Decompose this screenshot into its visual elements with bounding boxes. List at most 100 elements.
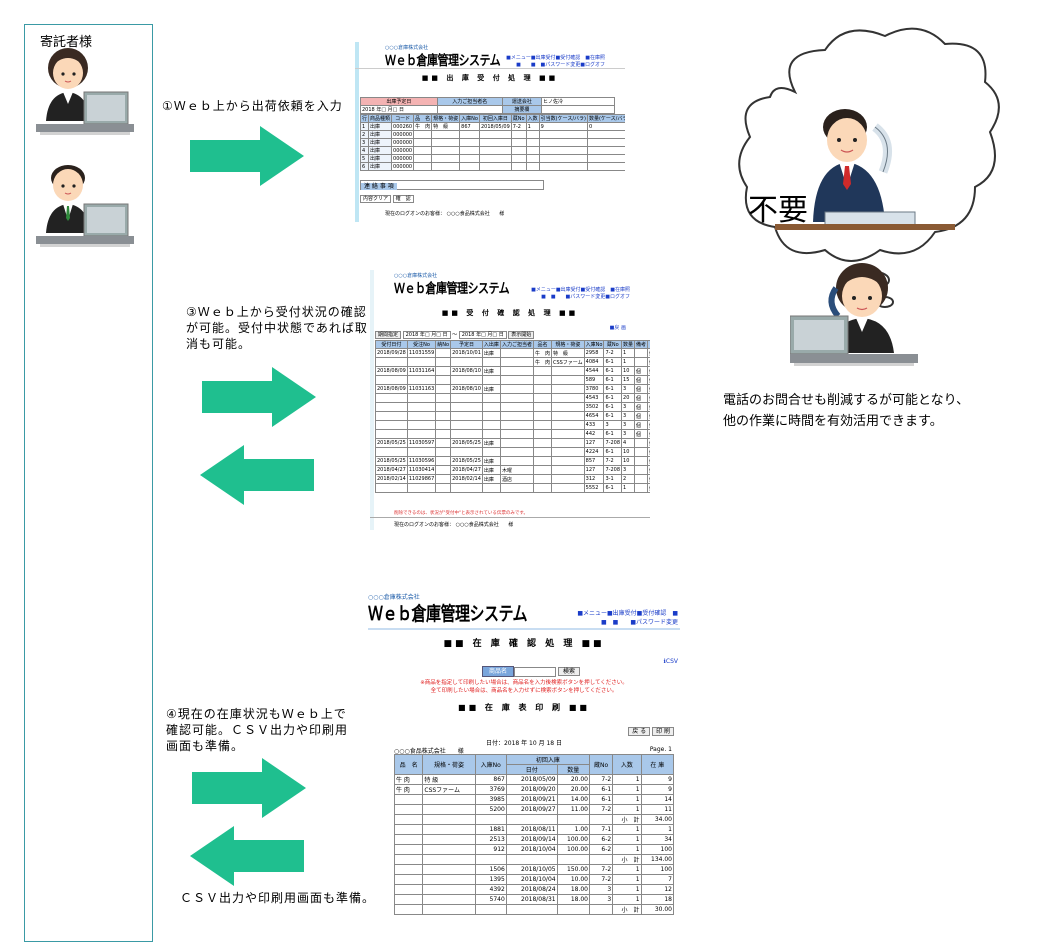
step1-text: ①Ｗｅｂ上から出荷依頼を入力 [162, 99, 343, 113]
table-cell [634, 456, 649, 466]
table-cell: 牛 肉 [393, 784, 424, 795]
step4-line3: 画面も準備。 [166, 739, 245, 753]
table-cell [532, 366, 552, 376]
table-cell: 2513 [474, 834, 507, 845]
table-cell: 処理済 [647, 375, 650, 385]
inventory-screen: ○○○倉庫株式会社 Ｗｅｂ倉庫管理システム ■メニュー■出庫受付■受付確認 ■ … [368, 592, 680, 928]
table-cell [505, 814, 558, 825]
table-cell [634, 465, 649, 475]
table-cell [375, 447, 408, 457]
search-button[interactable]: 検索 [558, 667, 581, 676]
table-cell: 2018/05/25 [450, 438, 483, 448]
column-header: 引当数(ケース/バラ) [538, 114, 588, 123]
table-cell: 2018/10/04 [505, 844, 558, 855]
table-cell: 2018/08/24 [505, 884, 558, 895]
nav-menu[interactable]: ■メニュー■出庫受付■受付確認 ■在庫照 [531, 287, 630, 293]
back-button[interactable]: 戻 る [628, 727, 651, 736]
table-row: 2018/05/25110305972018/05/25出庫1277-2084処… [375, 438, 650, 448]
column-header: 規格・荷姿 [550, 340, 585, 349]
table-cell [532, 402, 552, 412]
table-cell: 特 級 [422, 774, 476, 785]
table-cell: 特 級 [431, 122, 461, 131]
client-title: 寄託者様 [40, 35, 93, 50]
clear-button[interactable]: 内容クリア [360, 195, 392, 203]
table-cell: 000000 [391, 154, 415, 163]
table-cell: 10 [621, 366, 636, 376]
table-cell [550, 384, 585, 394]
filter-from[interactable]: 2018 年□ 月□ 日 [402, 331, 451, 339]
step4-line2: 確認可能。ＣＳＶ出力や印刷用 [166, 723, 349, 737]
nav-menu-2[interactable]: ■ ■ ■パスワード変更■ログオフ [541, 294, 630, 300]
table-cell: 18.00 [556, 884, 591, 895]
table-cell [481, 393, 501, 403]
csv-link-label[interactable]: CSV [665, 658, 678, 665]
csv-link[interactable]: ℹCSV [663, 658, 678, 665]
table-cell [588, 904, 614, 915]
confirm-button[interactable]: 確 認 [392, 195, 414, 203]
table-cell: 2018/05/09 [478, 122, 512, 131]
csv-note-text: ＣＳＶ出力や印刷用画面も準備。 [180, 891, 376, 905]
table-cell: 312 [583, 474, 605, 484]
table-cell: 処理済 [647, 456, 650, 466]
benefit-note: 電話のお問合せも削減するが可能となり、 他の作業に時間を有効活用できます。 [723, 390, 969, 432]
table-cell: 3985 [474, 794, 507, 805]
login-company: ○○○食品株式会社 [455, 522, 499, 528]
h-shelf: 蔵No [588, 754, 614, 775]
table-cell: 12 [640, 884, 675, 895]
table-cell [406, 411, 437, 421]
note-input[interactable] [541, 105, 615, 114]
nav-menu-2[interactable]: ■ ■ ■パスワード変更 [600, 619, 678, 626]
table-cell [393, 894, 424, 905]
table-cell: 牛 肉 [532, 348, 552, 358]
table-cell [393, 844, 424, 855]
table-cell [634, 474, 649, 484]
table-cell: 小 計 [612, 814, 642, 825]
nav-menu-2[interactable]: ■ ■ ■パスワード変更■ログオフ [516, 62, 605, 68]
dest-input[interactable] [436, 105, 503, 114]
table-cell: 4544 [583, 366, 605, 376]
date-input[interactable]: 2018 年□ 月□ 日 [360, 105, 438, 114]
table-cell: 牛 肉 [393, 774, 424, 785]
page-number: Page. 1 [649, 746, 672, 753]
table-cell: 2958 [583, 348, 605, 358]
table-cell: 10 [621, 447, 636, 457]
table-cell: 2018/10/04 [505, 874, 558, 885]
table-cell: 100.00 [556, 834, 591, 845]
table-cell: 442 [583, 429, 605, 439]
table-cell: 処理済 [647, 384, 650, 394]
table-cell: 3 [588, 884, 614, 895]
table-cell: 1 [525, 122, 540, 131]
table-cell [375, 357, 408, 367]
table-cell [393, 834, 424, 845]
shipment-request-screen: ○○○倉庫株式会社 Ｗｅｂ倉庫管理システム ■メニュー■出庫受付■受付確認 ■在… [355, 42, 625, 222]
table-row: 43333個処理済 [375, 420, 650, 430]
table-cell: 個 [634, 384, 649, 394]
table-cell: 2018/08/09 [375, 366, 408, 376]
contact-label: 連 絡 事 項 [361, 183, 397, 190]
back-link[interactable]: ■戻 画 [609, 325, 626, 331]
table-cell: 14.00 [556, 794, 591, 805]
login-company: ○○○食品株式会社 [446, 211, 490, 217]
login-label: 現在のログオンのお客様： [385, 211, 446, 217]
nav-menu[interactable]: ■メニュー■出庫受付■受付確認 ■在庫照 [506, 55, 605, 61]
table-cell: 7-208 [603, 438, 623, 448]
table-cell: 11029867 [406, 474, 437, 484]
h-pack: 入数 [612, 754, 642, 775]
filter-to[interactable]: 2018 年□ 月□ 日 [458, 331, 507, 339]
table-cell: 867 [459, 122, 480, 131]
print-button[interactable]: 印 刷 [652, 727, 674, 736]
unneeded-label: 不要 [748, 193, 808, 228]
table-cell: 589 [583, 375, 605, 385]
brand-text: ○○○倉庫株式会社 [394, 273, 438, 279]
step4-line1: ④現在の在庫状況もＷｅｂ上で [166, 707, 347, 721]
table-cell [478, 130, 512, 139]
table-cell [499, 411, 534, 421]
search-input[interactable] [514, 666, 557, 677]
filter-button[interactable]: 表示開始 [508, 331, 535, 339]
contact-field[interactable]: 連 絡 事 項 [360, 180, 544, 190]
nav-menu[interactable]: ■メニュー■出庫受付■受付確認 ■ [577, 610, 678, 617]
login-label: 現在のログオンのお客様： [394, 522, 455, 528]
ship-select[interactable]: ヒノ佐冷 [541, 97, 615, 106]
